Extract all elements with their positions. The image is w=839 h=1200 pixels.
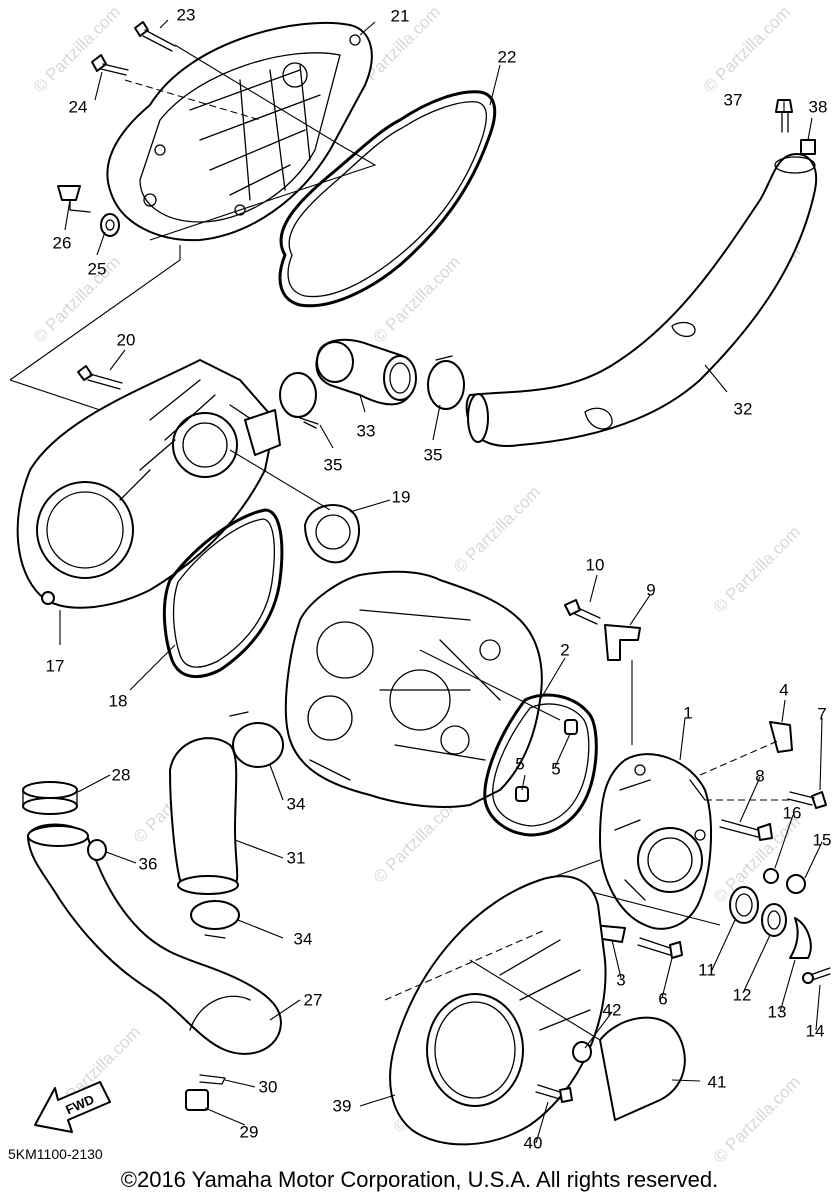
intake-duct-33 [315, 338, 417, 406]
callout-40: 40 [523, 1133, 543, 1153]
plate-41 [599, 1016, 686, 1121]
callout-5: 5 [551, 759, 561, 779]
callout-29: 29 [239, 1122, 259, 1142]
callout-41: 41 [707, 1072, 727, 1092]
callout-8: 8 [755, 766, 765, 786]
callout-42: 42 [602, 1000, 622, 1020]
callout-39: 39 [332, 1096, 352, 1116]
callout-28: 28 [111, 765, 131, 785]
callout-36: 36 [138, 854, 158, 874]
bolt-10 [564, 599, 601, 625]
breather-26 [57, 185, 91, 213]
tube-29 [185, 1089, 209, 1111]
callout-33: 33 [356, 421, 376, 441]
grommet-42 [572, 1041, 592, 1063]
callout-13: 13 [767, 1002, 787, 1022]
clamp-34a [229, 711, 284, 768]
diagram-code: 5KM1100-2130 [8, 1146, 103, 1162]
plug-25 [100, 213, 120, 237]
bracket-9 [604, 624, 641, 661]
callout-35: 35 [423, 445, 443, 465]
callout-7: 7 [817, 704, 827, 724]
screw-14 [802, 967, 831, 984]
callout-10: 10 [585, 555, 605, 575]
nut-38 [800, 139, 816, 155]
oring-16 [763, 868, 779, 884]
callout-15: 15 [812, 830, 832, 850]
callout-16: 16 [782, 803, 802, 823]
callout-35: 35 [323, 455, 343, 475]
duct-31 [169, 737, 239, 895]
gasket-22 [278, 90, 497, 308]
dowel-5a [564, 719, 578, 735]
bearing-11 [729, 886, 759, 924]
callout-26: 26 [52, 233, 72, 253]
callout-22: 22 [497, 47, 517, 67]
callout-19: 19 [391, 487, 411, 507]
plug-15 [786, 874, 806, 894]
callout-5: 5 [515, 754, 525, 774]
seal-28 [22, 781, 78, 815]
crankcase [284, 570, 543, 808]
gasket-19 [304, 504, 361, 564]
callout-18: 18 [108, 691, 128, 711]
callout-24: 24 [68, 97, 88, 117]
lower-cover-39 [389, 875, 607, 1146]
gasket-18 [162, 508, 284, 679]
callout-37: 37 [723, 90, 743, 110]
callout-3: 3 [616, 970, 626, 990]
callout-27: 27 [303, 990, 323, 1010]
bolt-7 [787, 791, 827, 809]
callout-31: 31 [286, 848, 306, 868]
intake-duct-32 [465, 153, 818, 447]
dowel-5b [515, 786, 529, 802]
callout-21: 21 [390, 6, 410, 26]
callout-34: 34 [293, 929, 313, 949]
callout-11: 11 [698, 960, 716, 980]
plate-13 [789, 917, 812, 959]
callout-1: 1 [683, 703, 693, 723]
fwd-arrow-icon [34, 1081, 111, 1133]
copyright-notice: ©2016 Yamaha Motor Corporation, U.S.A. A… [120, 1167, 719, 1192]
callout-32: 32 [733, 399, 753, 419]
callout-14: 14 [805, 1021, 825, 1041]
callout-38: 38 [808, 97, 828, 117]
callout-30: 30 [258, 1077, 278, 1097]
outer-cover-21 [106, 21, 373, 242]
plug-36 [87, 839, 107, 861]
callout-25: 25 [87, 259, 107, 279]
clamp-34b [190, 900, 240, 939]
callout-4: 4 [779, 680, 789, 700]
callout-34: 34 [286, 794, 306, 814]
bolt-40 [535, 1084, 573, 1103]
callout-9: 9 [646, 580, 656, 600]
right-cover-1 [599, 753, 712, 930]
callout-6: 6 [658, 989, 668, 1009]
bolt-23 [134, 21, 176, 52]
callout-2: 2 [560, 640, 570, 660]
bolt-8 [719, 819, 773, 841]
bolt-6 [637, 937, 683, 959]
inner-cover-17 [16, 359, 281, 609]
clamp-35a [279, 372, 319, 429]
bolt-20 [77, 365, 123, 390]
holder-4 [769, 721, 793, 753]
clip-30 [199, 1074, 226, 1085]
callout-23: 23 [176, 5, 196, 25]
bolt-24 [91, 54, 129, 76]
clamp-35b [427, 355, 465, 410]
callout-17: 17 [45, 656, 65, 676]
callout-12: 12 [732, 985, 752, 1005]
gasket-2 [483, 693, 598, 837]
callout-20: 20 [116, 330, 136, 350]
seal-12 [761, 903, 787, 937]
